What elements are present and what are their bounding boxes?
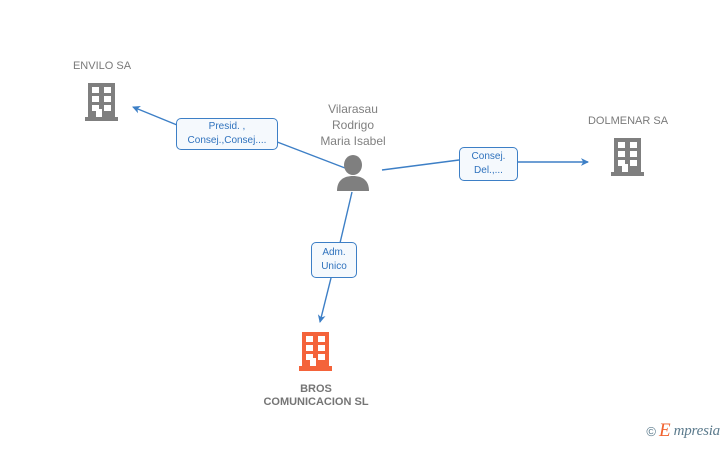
building-icon	[580, 136, 676, 183]
node-bros[interactable]: BROS COMUNICACION SL	[236, 330, 396, 409]
watermark-brand-initial: E	[659, 420, 671, 441]
watermark-brand-rest: mpresia	[673, 422, 721, 439]
node-bros-label-line-2: COMUNICACION SL	[263, 396, 369, 408]
node-person-label-line-2: Rodrigo	[331, 118, 375, 132]
node-bros-label-line-1: BROS	[300, 383, 332, 395]
building-icon	[236, 330, 396, 379]
edge-label-line-1: Presid. ,	[208, 121, 246, 132]
edge-label-line-1: Consej.	[471, 151, 506, 162]
node-person[interactable]: Vilarasau Rodrigo Maria Isabel	[288, 101, 418, 196]
building-icon	[56, 81, 148, 128]
edge-label-presid-consej[interactable]: Presid. , Consej.,Consej....	[176, 118, 278, 150]
node-person-label-line-1: Vilarasau	[328, 102, 378, 116]
edge-label-line-2: Consej.,Consej....	[187, 135, 267, 146]
edge-label-line-2: Unico	[321, 261, 347, 272]
node-envilo[interactable]: ENVILO SA	[56, 60, 148, 128]
edge-label-line-2: Del.,...	[474, 165, 503, 176]
node-dolmenar[interactable]: DOLMENAR SA	[580, 115, 676, 183]
watermark-empresia: © E mpresia	[646, 420, 720, 442]
node-person-label-line-3: Maria Isabel	[320, 134, 386, 148]
edge-label-line-1: Adm.	[322, 247, 346, 258]
edge-label-consej-del[interactable]: Consej. Del.,...	[459, 147, 518, 181]
person-icon	[288, 155, 418, 196]
edge-label-adm-unico[interactable]: Adm. Unico	[311, 242, 357, 278]
node-dolmenar-label: DOLMENAR SA	[587, 115, 669, 127]
node-envilo-label: ENVILO SA	[72, 60, 132, 72]
copyright-icon: ©	[646, 423, 656, 439]
